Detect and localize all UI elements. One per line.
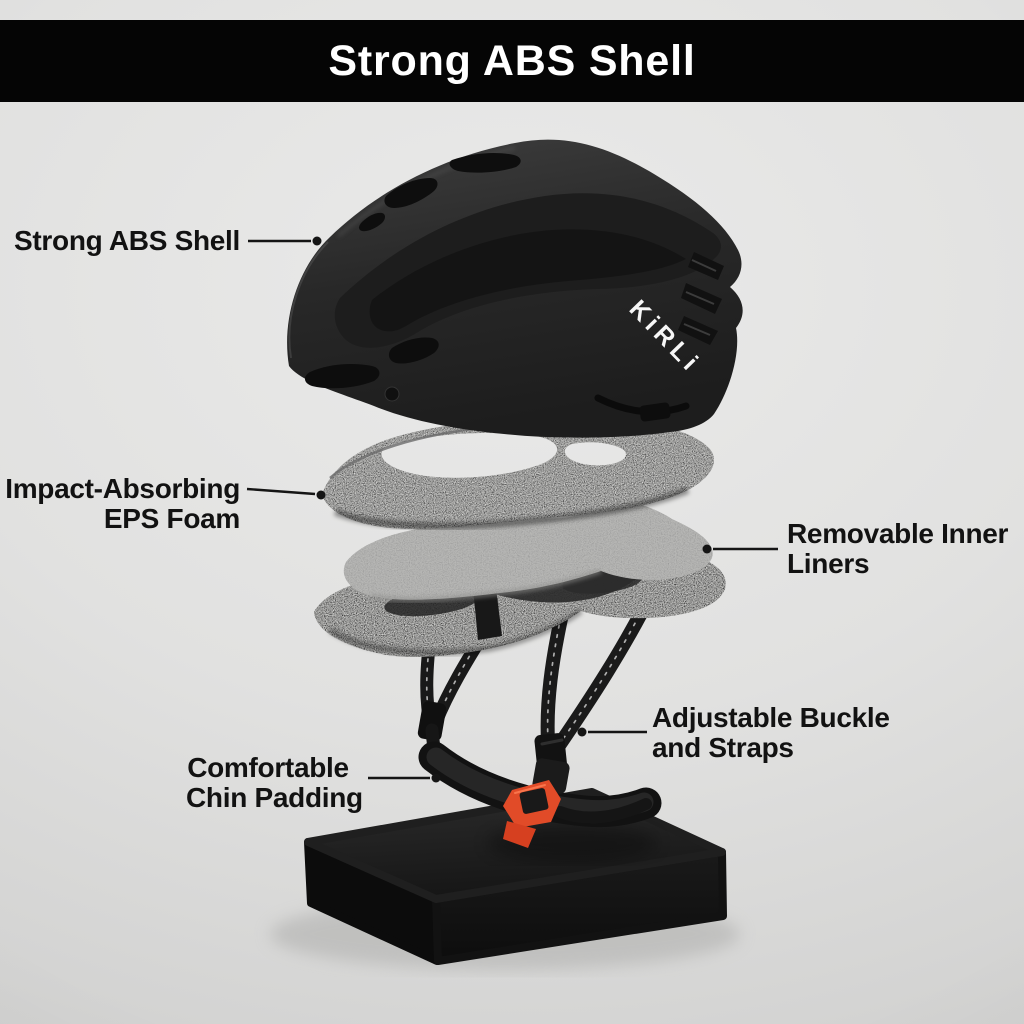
callout-label-line: Removable Inner bbox=[787, 518, 1009, 549]
banner-title: Strong ABS Shell bbox=[328, 36, 696, 85]
slider-detail bbox=[540, 738, 564, 746]
callout-label-line: Adjustable Buckle bbox=[652, 702, 890, 733]
callout-label-line: Liners bbox=[787, 548, 870, 579]
strap-to-buckle bbox=[554, 798, 652, 824]
eps-foam-layer bbox=[322, 417, 714, 530]
callout-label-line: Comfortable bbox=[187, 752, 349, 783]
strap-slider-left bbox=[417, 701, 447, 741]
leader-dot-inner-liners bbox=[702, 544, 712, 554]
vent-slot bbox=[384, 178, 438, 208]
callout-label-line: EPS Foam bbox=[103, 503, 240, 534]
liner-bottom-shade bbox=[370, 568, 602, 603]
vent-slot bbox=[388, 337, 439, 364]
eps-foam-top-highlight bbox=[329, 425, 491, 479]
strap-front-right bbox=[540, 607, 569, 749]
callout-chin-padding: Comfortable Chin Padding bbox=[186, 752, 363, 813]
leader-dot-eps-foam bbox=[316, 490, 326, 500]
buckle-orange-tab bbox=[503, 821, 536, 848]
buckle-black-insert bbox=[519, 788, 549, 814]
buckle bbox=[503, 758, 570, 848]
rear-vents bbox=[678, 252, 724, 345]
callout-buckle-straps: Adjustable Buckle and Straps bbox=[652, 703, 890, 763]
callout-label-line: and Straps bbox=[652, 732, 794, 763]
leader-dot-chin-padding bbox=[431, 773, 441, 783]
front-vents bbox=[304, 337, 439, 402]
callout-label: Strong ABS Shell bbox=[14, 225, 240, 256]
leader-dot-shell bbox=[312, 236, 322, 246]
leader-lines bbox=[246, 236, 778, 783]
callout-label-line: Impact-Absorbing bbox=[5, 473, 240, 504]
padding-bottom-shadow bbox=[328, 608, 583, 656]
vent-slot bbox=[449, 152, 521, 173]
vent-slat-highlight bbox=[683, 259, 717, 336]
callout-inner-liners: Removable Inner Liners bbox=[787, 519, 1008, 579]
shell-front-rim-highlight bbox=[288, 241, 329, 359]
top-vents bbox=[359, 152, 521, 232]
leader-line-eps-foam bbox=[246, 487, 316, 496]
vent-slot bbox=[359, 212, 385, 232]
fit-dial-hole bbox=[384, 386, 400, 402]
rear-adjuster-clip bbox=[639, 402, 671, 422]
callout-label-line: Chin Padding bbox=[186, 782, 363, 813]
display-box bbox=[270, 788, 740, 970]
side-recess-core bbox=[369, 229, 686, 332]
vent-slot bbox=[304, 364, 380, 389]
helmet-shell: KiRLi bbox=[287, 139, 743, 438]
inner-liner-ring bbox=[343, 494, 713, 600]
eps-foam-bottom-shadow bbox=[333, 486, 690, 530]
banner: Strong ABS Shell bbox=[0, 20, 1024, 102]
buckle-highlight bbox=[514, 784, 546, 794]
callout-strong-abs-shell: Strong ABS Shell bbox=[14, 226, 240, 256]
callout-eps-foam: Impact-Absorbing EPS Foam bbox=[5, 474, 240, 534]
eps-foam-ring bbox=[322, 417, 714, 529]
leader-dot-buckle-straps bbox=[577, 727, 587, 737]
